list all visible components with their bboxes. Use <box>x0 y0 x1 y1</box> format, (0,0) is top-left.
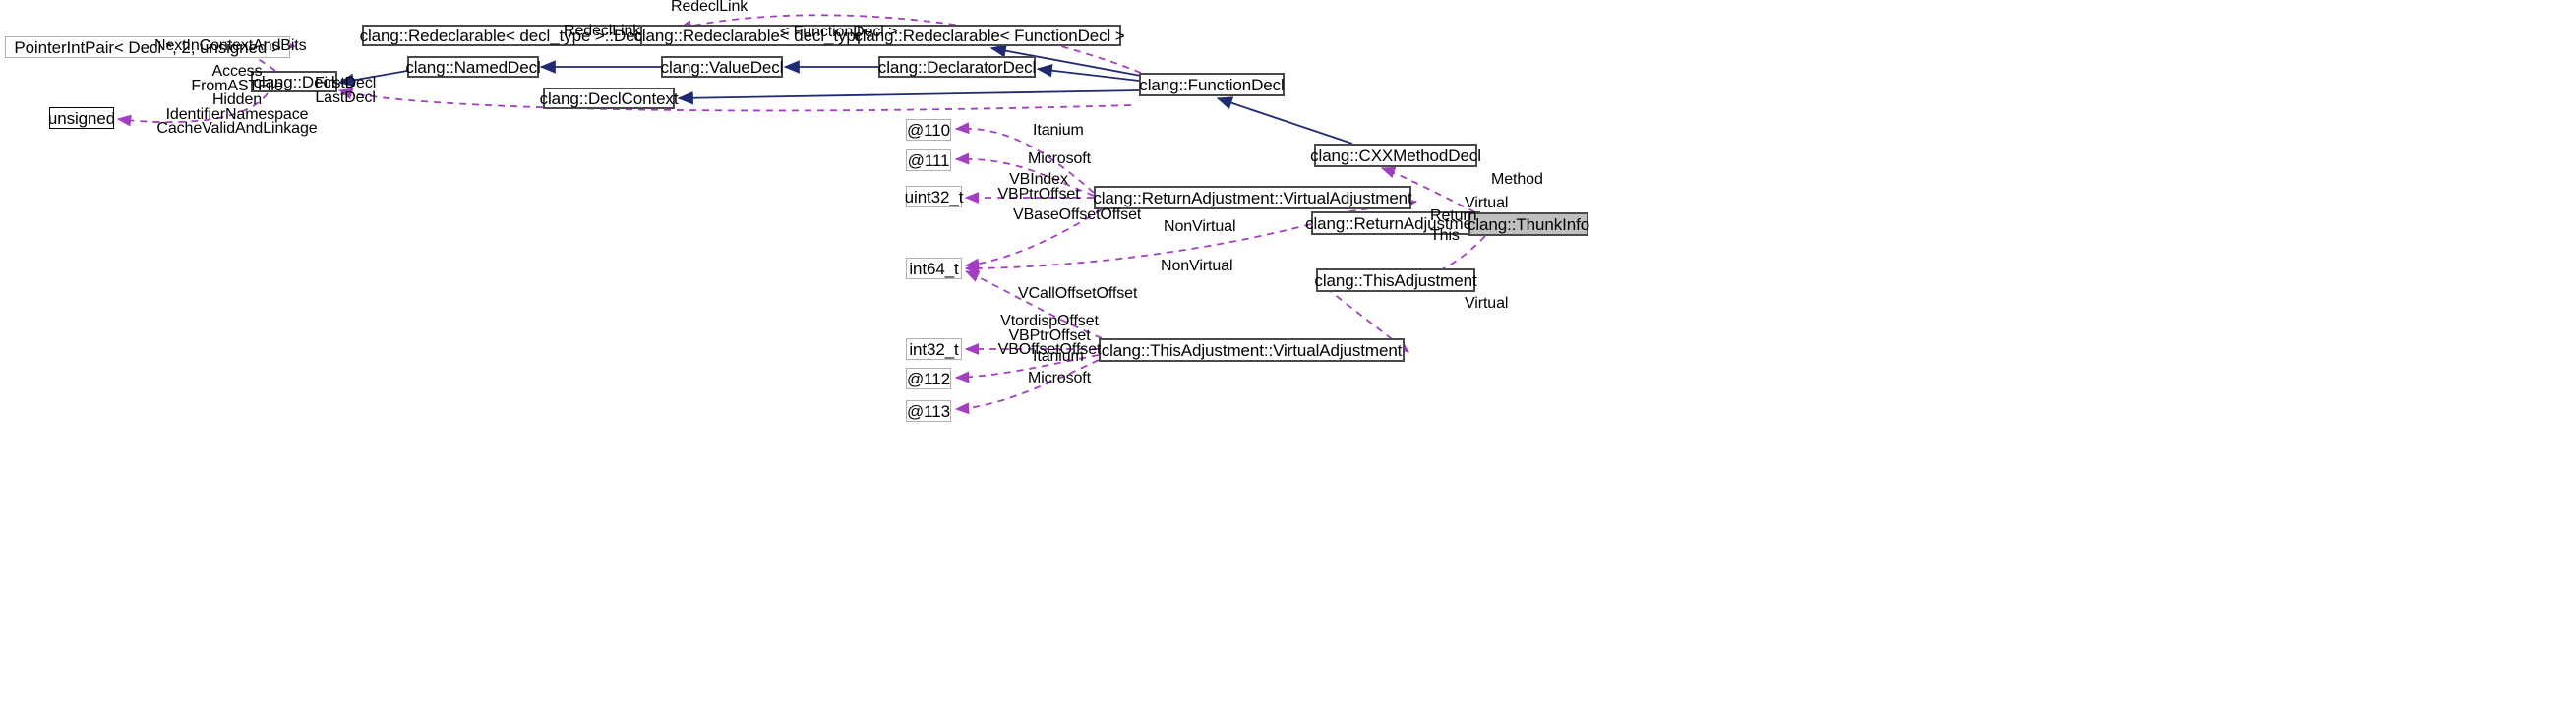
node-clang-nameddecl[interactable]: clang::NamedDecl <box>405 56 541 78</box>
node-clang-cxxmethoddecl[interactable]: clang::CXXMethodDecl <box>1310 144 1481 167</box>
edge-int64-from-retvirtual <box>964 208 1103 270</box>
node-clang-returnadjustment[interactable]: clang::ReturnAdjustment <box>1305 211 1486 235</box>
node-label: @111 <box>907 150 950 170</box>
edge-label-virtual-return: Virtual <box>1465 195 1509 211</box>
node-clang-declaratordecl[interactable]: clang::DeclaratorDecl <box>878 56 1036 78</box>
node-redeclarable-decllink[interactable]: clang::Redeclarable< decl_type >::DeclLi… <box>359 25 678 46</box>
node-label: PointerIntPair< Decl *, 2, unsigned > <box>14 37 281 57</box>
edge-label-nonvirtual-return: NonVirtual <box>1164 218 1236 235</box>
node-redeclarable-functiondecl[interactable]: clang::Redeclarable< FunctionDecl > <box>854 25 1125 46</box>
edge-functiondecl-to-declcontext <box>677 89 1140 105</box>
edge-thisadj-to-thisvirtual <box>1315 279 1409 353</box>
edge-cxxmethoddecl-to-functiondecl <box>1216 96 1353 145</box>
node-label: clang::NamedDecl <box>405 57 541 77</box>
node-label: clang::ThisAdjustment <box>1314 270 1477 290</box>
edge-label-firstdecl-lastdecl: FirstDecl LastDecl <box>315 75 377 106</box>
edge-label-nonvirtual-this: NonVirtual <box>1161 258 1233 274</box>
node-label: clang::Decl <box>253 72 335 91</box>
node-returnadjustment-virtualadjustment[interactable]: clang::ReturnAdjustment::VirtualAdjustme… <box>1093 186 1412 209</box>
edge-thunkinfo-to-cxxmethoddecl <box>1380 166 1476 213</box>
edge-label-microsoft-this: Microsoft <box>1028 370 1091 386</box>
edge-label-decl-fields: Access FromASTFile Hidden IdentifierName… <box>156 63 318 137</box>
edge-label-itanium-this: Itanium <box>1033 348 1084 365</box>
node-label: @110 <box>907 120 950 140</box>
edge-nameddecl-to-decl <box>337 70 408 88</box>
node-label: clang::ThisAdjustment::VirtualAdjustment <box>1101 340 1403 360</box>
node-label: uint32_t <box>904 187 964 206</box>
edge-label-vbaseoffsetoffset: VBaseOffsetOffset <box>1013 206 1142 223</box>
edge-at112-from-thisvirtual <box>954 354 1100 383</box>
node-pointerintpair[interactable]: PointerIntPair< Decl *, 2, unsigned > <box>5 36 290 58</box>
edge-at111-from-retvirtual <box>954 152 1095 197</box>
node-thisadjustment-virtualadjustment[interactable]: clang::ThisAdjustment::VirtualAdjustment <box>1099 338 1405 362</box>
node-label: @113 <box>907 401 950 421</box>
node-label: clang::FunctionDecl <box>1139 75 1285 94</box>
node-clang-decl[interactable]: clang::Decl <box>251 71 337 92</box>
node-label: @112 <box>907 369 950 388</box>
edge-label-vtordisp-vbptr-vboffset: VtordispOffset VBPtrOffset VBOffsetOffse… <box>997 313 1102 358</box>
edge-decl-to-unsigned <box>116 92 269 127</box>
node-label: clang::ValueDecl <box>660 57 784 77</box>
edge-label-redecllink-mid: RedeclLink <box>564 23 641 39</box>
node-clang-functiondecl[interactable]: clang::FunctionDecl <box>1139 73 1285 96</box>
node-at112[interactable]: @112 <box>906 368 951 389</box>
edge-functiondecl-to-redecllink-top <box>677 14 1142 74</box>
node-clang-valuedecl[interactable]: clang::ValueDecl <box>661 56 783 78</box>
node-label: int32_t <box>909 339 959 359</box>
node-int64-t[interactable]: int64_t <box>906 258 962 279</box>
edge-label-functiondecl-template-arg: < FunctionDecl > <box>780 24 898 40</box>
node-label: clang::DeclContext <box>539 88 679 108</box>
node-label: clang::ThunkInfo <box>1467 214 1590 234</box>
edge-redecllink-to-decl-firstlast <box>337 88 1132 112</box>
inheritance-edges <box>337 44 1353 145</box>
edge-label-vcalloffsetoffset: VCallOffsetOffset <box>1018 285 1138 302</box>
node-clang-thisadjustment[interactable]: clang::ThisAdjustment <box>1314 268 1477 292</box>
node-at111[interactable]: @111 <box>906 149 951 171</box>
node-clang-thunkinfo[interactable]: clang::ThunkInfo <box>1467 212 1590 236</box>
node-clang-declcontext[interactable]: clang::DeclContext <box>540 88 679 109</box>
edge-int64-from-returnadj <box>964 223 1312 274</box>
node-unsigned[interactable]: unsigned <box>47 107 116 129</box>
node-int32-t[interactable]: int32_t <box>906 338 962 360</box>
node-label: clang::Redeclarable< decl_type >::DeclLi… <box>359 26 678 45</box>
node-label: clang::DeclaratorDecl <box>877 57 1037 77</box>
edge-label-microsoft-return: Microsoft <box>1028 150 1091 167</box>
node-label: clang::Redeclarable< FunctionDecl > <box>854 26 1125 45</box>
node-at113[interactable]: @113 <box>906 400 951 422</box>
edge-label-this: This <box>1430 227 1460 244</box>
node-label: clang::ReturnAdjustment <box>1305 213 1486 233</box>
edge-functiondecl-to-redeclfuncdecl <box>989 44 1142 77</box>
node-at110[interactable]: @110 <box>906 119 951 141</box>
edge-label-itanium-return: Itanium <box>1033 122 1084 139</box>
edge-label-method: Method <box>1491 171 1543 188</box>
usage-edges <box>116 14 1487 415</box>
node-label: int64_t <box>909 259 959 278</box>
edge-label-vbindex-vbptroffset: VBIndex VBPtrOffset <box>997 171 1080 203</box>
edge-label-nextincontextandbits: NextInContextAndBits <box>154 37 307 54</box>
node-label: unsigned <box>47 108 116 128</box>
node-label: clang::Redeclarable< decl_type > <box>633 26 879 45</box>
edge-label-redecllink-top: RedeclLink <box>671 0 749 15</box>
node-label: clang::CXXMethodDecl <box>1310 146 1481 165</box>
edge-label-return: Return <box>1430 207 1477 224</box>
node-uint32-t[interactable]: uint32_t <box>904 186 964 207</box>
edge-functiondecl-to-declaratordecl <box>1036 64 1140 82</box>
node-redeclarable-decltype[interactable]: clang::Redeclarable< decl_type > <box>633 25 879 46</box>
node-label: clang::ReturnAdjustment::VirtualAdjustme… <box>1093 188 1412 207</box>
edge-label-virtual-this: Virtual <box>1465 295 1509 312</box>
